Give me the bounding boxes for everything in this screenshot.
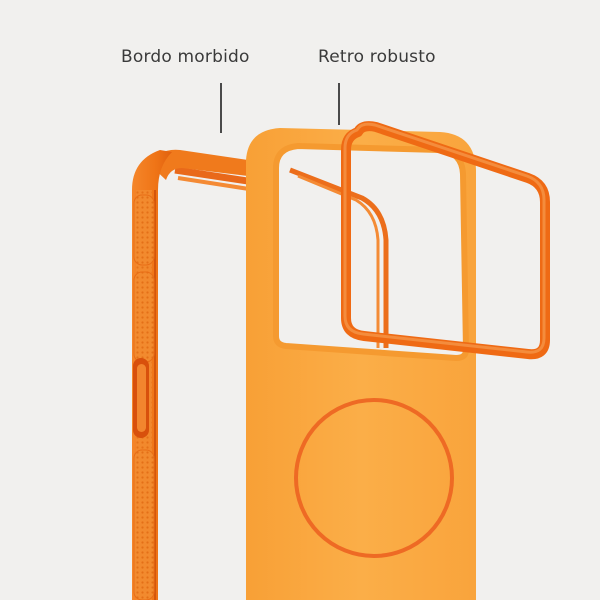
rigid-back-leader-line — [338, 83, 340, 125]
soft-edge-leader-line — [220, 83, 222, 133]
soft-bumper — [132, 149, 402, 600]
soft-edge-label: Bordo morbido — [121, 47, 250, 67]
rigid-back-label: Retro robusto — [318, 47, 436, 67]
silicone-shell — [246, 128, 476, 600]
rigid-camera-frame — [341, 121, 550, 360]
magsafe-ring — [294, 398, 454, 558]
